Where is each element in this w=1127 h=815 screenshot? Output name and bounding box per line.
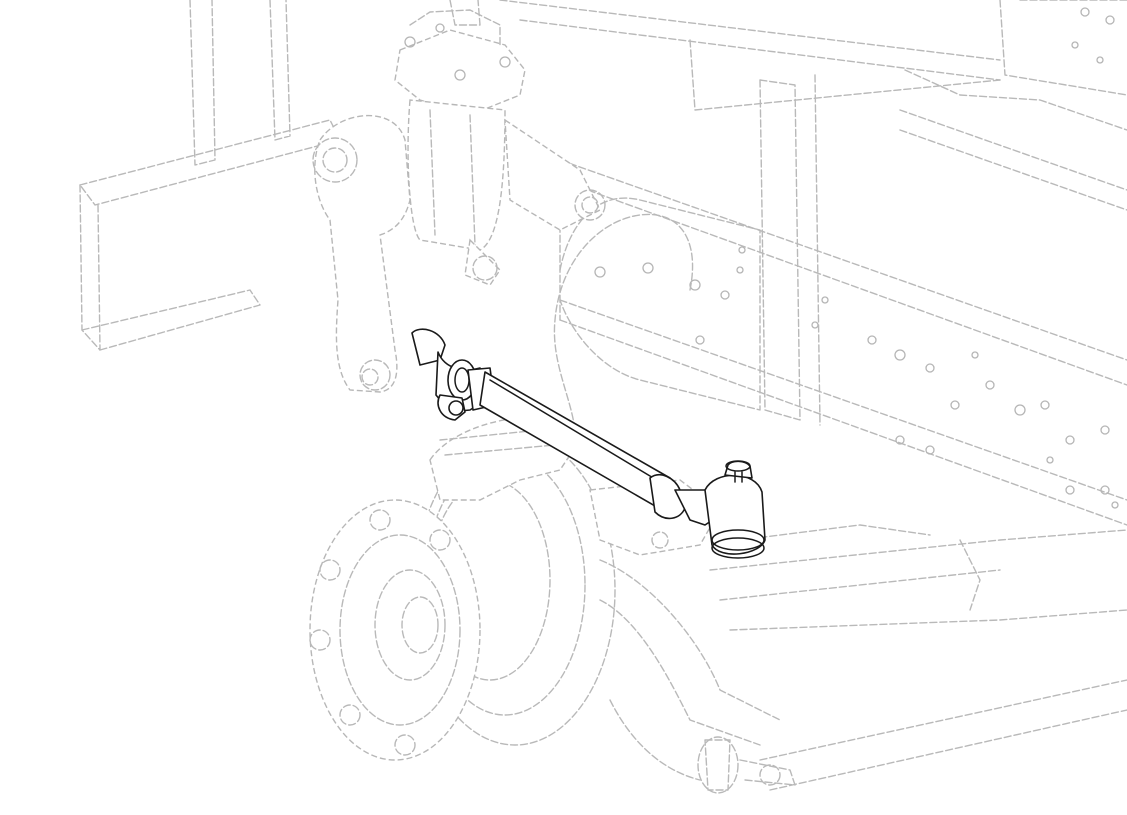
- steering-gear: [394, 0, 606, 286]
- front-axle-beam: [599, 524, 1127, 791]
- tie-rod-end: [697, 736, 796, 794]
- frame-bracket: [559, 197, 1119, 509]
- pitman-arm: [312, 114, 411, 393]
- cross-member: [189, 0, 1127, 426]
- drag-link: [411, 328, 766, 559]
- wheel-hub: [309, 499, 481, 761]
- brake-line: [553, 213, 694, 451]
